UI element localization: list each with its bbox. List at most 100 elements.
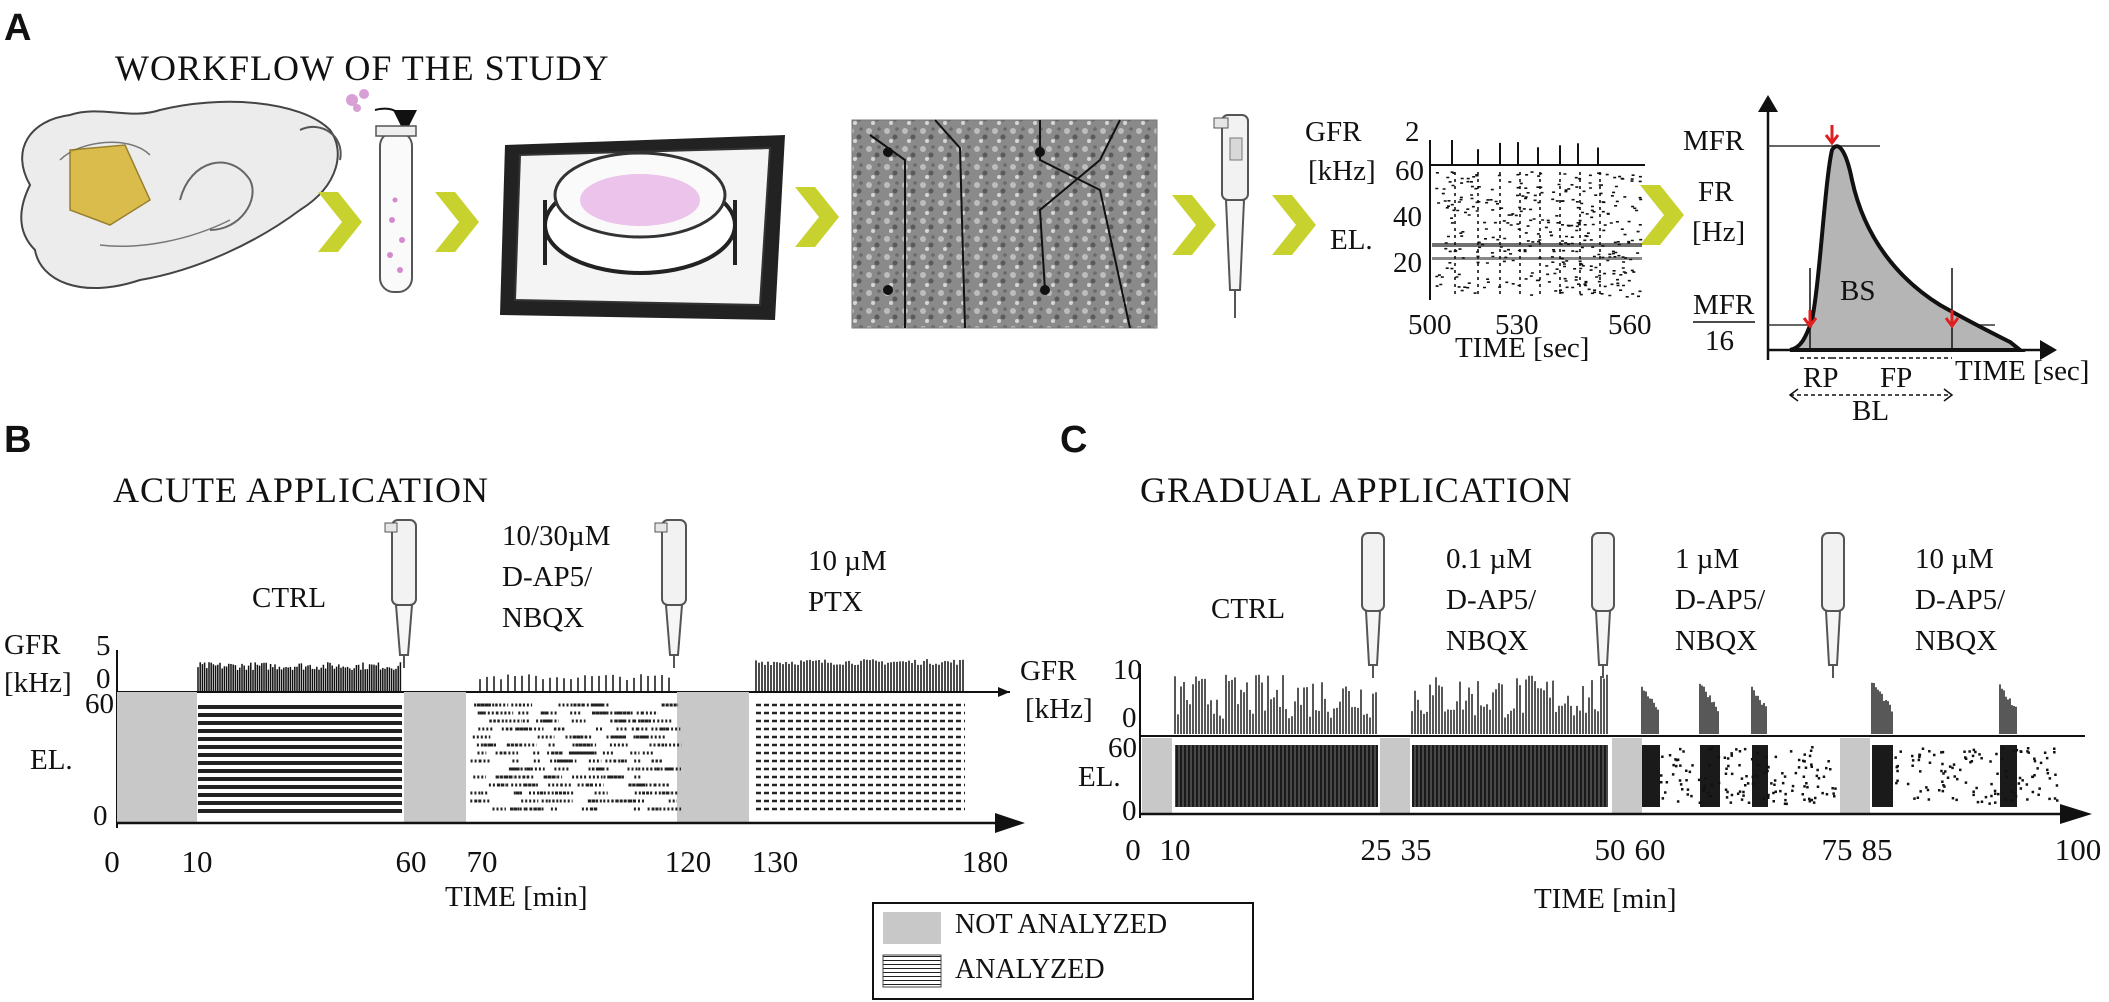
ctrl-raster-row (198, 745, 402, 749)
panel-c-condition-label: NBQX (1675, 625, 1757, 657)
spike-band (1432, 243, 1642, 247)
raster-el-tick: 20 (1393, 247, 1422, 279)
raster-x-tick: 560 (1608, 309, 1652, 341)
burst-mfr-label: MFR (1683, 125, 1745, 157)
panel-b-gfr-unit: [kHz] (4, 667, 72, 699)
panel-a-raster-plot: GFR [kHz] 2 60 EL. 40 20 500 530 560 TIM… (1305, 116, 1652, 364)
panel-c-timeline (1139, 664, 2092, 824)
panel-c-condition-label: D-AP5/ (1675, 584, 1766, 616)
panel-c-not-analyzed-blocks (1142, 738, 1870, 814)
raster-gfr-trace (1451, 140, 1599, 165)
panel-c-el-tick: 60 (1108, 732, 1137, 764)
panel-c-condition-label: 1 µM (1675, 543, 1739, 575)
panel-c-condition-label: D-AP5/ (1915, 584, 2006, 616)
panel-c-condition-label: NBQX (1446, 625, 1528, 657)
not-analyzed-block (1142, 738, 1172, 814)
panel-b-x-tick: 0 (104, 844, 120, 879)
not-analyzed-block (404, 692, 466, 823)
panel-c-gfr-tick: 0 (1122, 702, 1137, 734)
legend-analyzed-swatch (882, 954, 942, 988)
ctrl-raster-row (198, 713, 402, 717)
workflow-arrow (318, 192, 362, 252)
panel-c-title: GRADUAL APPLICATION (1140, 470, 1573, 510)
panel-c-condition-label: 0.1 µM (1446, 543, 1532, 575)
panel-b-x-tick: 60 (396, 844, 427, 879)
panel-b-gfr-tick: 0 (96, 663, 111, 695)
not-analyzed-block (677, 692, 749, 823)
panel-c-el-tick: 0 (1122, 795, 1137, 827)
pipette-illustration-b2 (654, 519, 687, 668)
legend-not-analyzed-label: NOT ANALYZED (955, 909, 1167, 940)
burst-raster-block (2000, 745, 2017, 807)
panel-c-condition-label: D-AP5/ (1446, 584, 1537, 616)
panel-b-x-tick: 10 (182, 844, 213, 879)
pipette-illustration-b1 (384, 519, 417, 668)
spike-band (1432, 257, 1642, 260)
panel-c-x-tick: 85 (1862, 832, 1893, 867)
ctrl-raster-row (198, 761, 402, 765)
panel-b-condition-label: 10 µM (808, 545, 887, 577)
panel-b-x-tick: 70 (467, 844, 498, 879)
ctrl-raster-row (198, 793, 402, 797)
workflow-arrow (435, 192, 479, 252)
panel-b-el-tick: 60 (85, 688, 114, 720)
burst-profile-plot: MFR FR [Hz] MFR 16 BS RP FP BL TIME [sec… (1683, 95, 2089, 427)
mea-chip-illustration (500, 135, 785, 320)
raster-x-label: TIME [sec] (1455, 332, 1589, 364)
panel-c-x-tick: 60 (1635, 832, 1666, 867)
not-analyzed-block (117, 692, 197, 823)
panel-c-gfr-tick: 10 (1113, 654, 1142, 686)
legend-analyzed-label: ANALYZED (955, 954, 1105, 985)
panel-a-letter: A (4, 7, 31, 49)
ctrl-raster-row (198, 777, 402, 781)
panel-b-condition-label: NBQX (502, 602, 584, 634)
neuronal-culture-image (851, 119, 1158, 329)
burst-bl-label: BL (1852, 395, 1889, 427)
raster-texture (1174, 745, 1608, 807)
burst-raster-block (1700, 745, 1720, 807)
panel-b-x-tick: 120 (665, 844, 712, 879)
sparse-spikes (1660, 745, 2059, 806)
burst-raster-block (1872, 745, 1893, 807)
panel-c-raster (1174, 745, 2059, 807)
burst-fr-label: FR (1698, 176, 1734, 208)
not-analyzed-block (1840, 738, 1870, 814)
panel-c-gfr-unit: [kHz] (1025, 693, 1093, 725)
burst-mfr16-denominator: 16 (1705, 325, 1734, 357)
panel-b-el-label: EL. (30, 744, 73, 776)
burst-rp-label: RP (1803, 362, 1838, 394)
panel-c-x-tick: 50 (1595, 832, 1626, 867)
pipette-illustration-c3 (1821, 532, 1845, 678)
pipette-illustration-c1 (1361, 532, 1385, 678)
panel-c-x-tick: 75 (1822, 832, 1853, 867)
panel-b-condition-label: 10/30µM (502, 520, 611, 552)
burst-fr-unit: [Hz] (1692, 216, 1745, 248)
panel-b-raster (198, 703, 965, 813)
panel-b-x-tick: 130 (752, 844, 799, 879)
panel-c-el-label: EL. (1078, 761, 1121, 793)
raster-gfr-label: GFR (1305, 116, 1362, 148)
drug-raster (470, 703, 682, 811)
panel-b-gfr-label: GFR (4, 629, 61, 661)
legend-not-analyzed-swatch (883, 912, 941, 944)
workflow-arrow (795, 187, 839, 247)
raster-x-tick: 500 (1408, 309, 1452, 341)
tube-illustration (346, 89, 417, 293)
raster-spike-trains (1432, 171, 1643, 298)
not-analyzed-block (1612, 738, 1642, 814)
panel-c-x-tick: 0 (1125, 832, 1141, 867)
panel-c-gfr-label: GFR (1020, 655, 1077, 687)
pipette-illustration-a (1213, 114, 1249, 318)
dense-raster-block (1175, 745, 1378, 807)
spike-dots (1435, 171, 1643, 298)
workflow-arrow (1172, 195, 1216, 255)
panel-b-condition-label: PTX (808, 586, 863, 618)
raster-el-tick: 40 (1393, 201, 1422, 233)
ctrl-raster-row (198, 705, 402, 709)
raster-gfr-unit: [kHz] (1308, 155, 1376, 187)
panel-c-condition-label: 10 µM (1915, 543, 1994, 575)
panel-b-condition-ctrl: CTRL (252, 582, 326, 614)
burst-bs-label: BS (1840, 275, 1875, 307)
ctrl-raster-row (198, 737, 402, 741)
panel-b-gfr-tick: 5 (96, 630, 111, 662)
